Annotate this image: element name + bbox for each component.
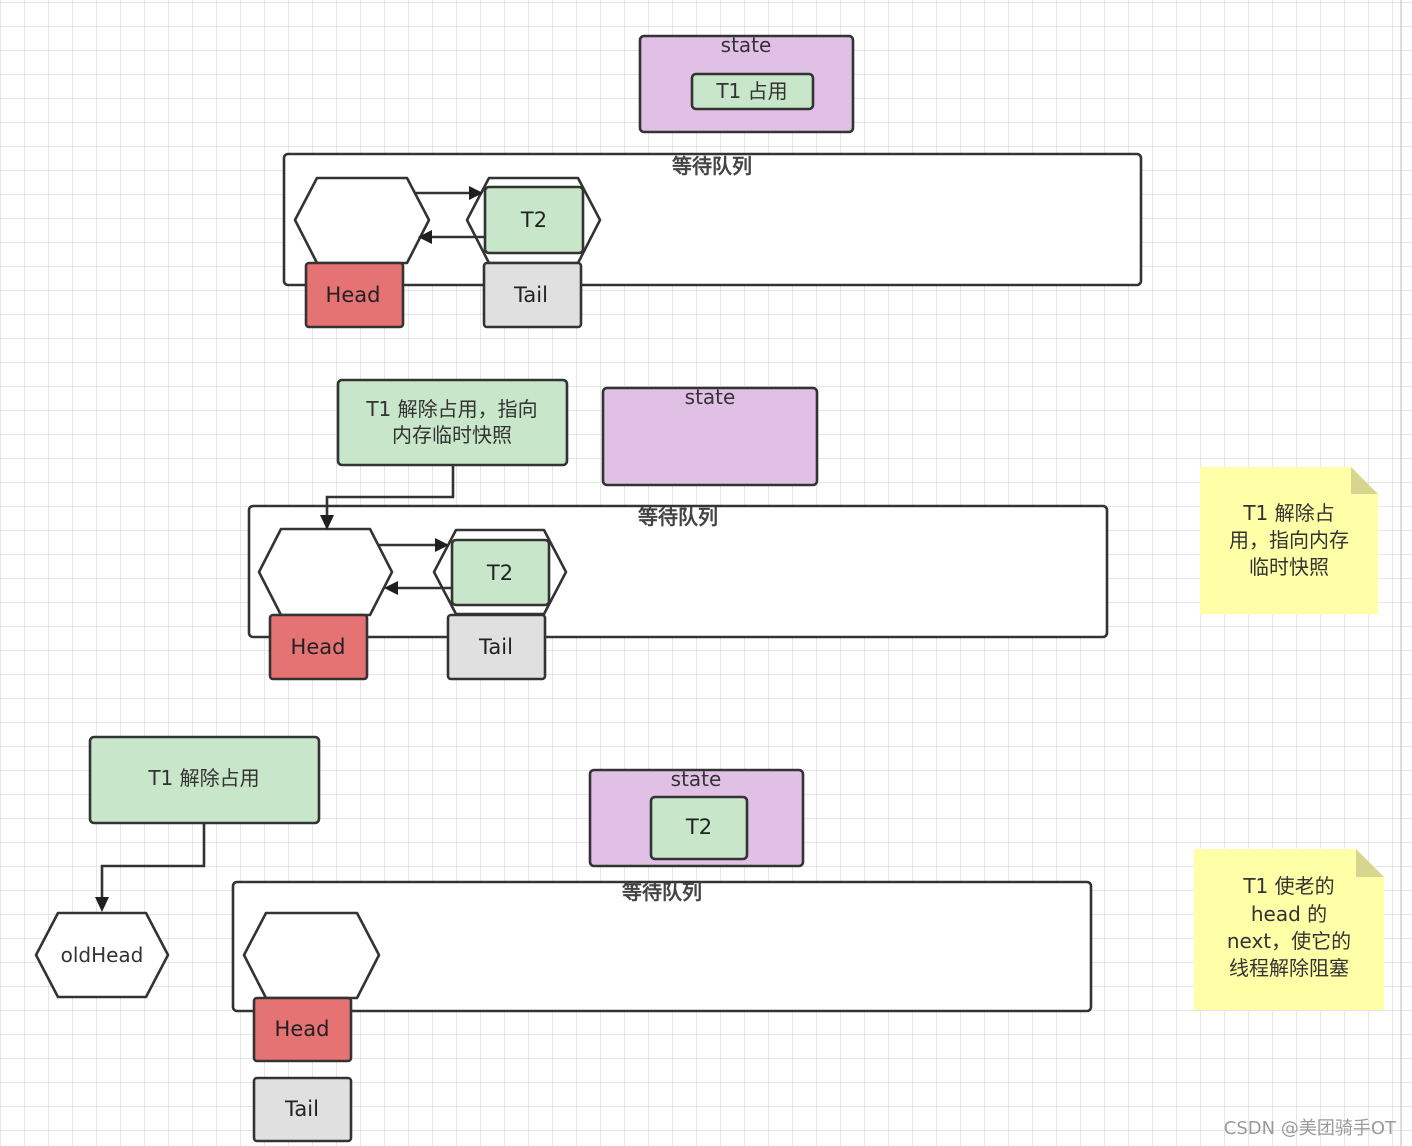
state-owner-box	[649, 795, 749, 861]
sticky-note-line: head 的	[1251, 902, 1327, 926]
state-label: state	[671, 767, 722, 791]
next-pointer-arrowhead	[469, 186, 483, 200]
head-node-hexagon	[293, 176, 431, 265]
action-connector	[100, 823, 206, 898]
sticky-note-line: next，使它的	[1227, 929, 1351, 953]
old-head-label: oldHead	[61, 943, 144, 967]
waiting-thread-label: T2	[520, 208, 547, 232]
next-pointer-arrowhead	[435, 538, 449, 552]
release-action-line-2: 内存临时快照	[392, 423, 512, 447]
release-action-label: T1 解除占用	[147, 766, 259, 790]
step-1: state T1 占用 等待队列 T2 Head Tail	[282, 33, 1143, 329]
wait-queue-label: 等待队列	[638, 505, 718, 529]
sticky-note-line: T1 解除占	[1242, 501, 1334, 525]
watermark: CSDN @美团骑手OT	[1224, 1118, 1397, 1139]
waiting-thread-box	[450, 538, 551, 607]
action-connector	[325, 465, 455, 516]
sticky-note-fold	[1351, 467, 1378, 494]
tail-pointer-label: Tail	[478, 635, 513, 659]
tail-pointer-box	[482, 261, 583, 329]
tail-pointer-box	[446, 613, 547, 681]
state-owner-box	[690, 72, 815, 111]
state-label: state	[721, 33, 772, 57]
waiting-thread-label: T2	[486, 561, 513, 585]
sticky-note-1: T1 解除占 用，指向内存 临时快照	[1200, 467, 1378, 614]
head-pointer-box	[268, 613, 369, 681]
sticky-note-paper	[1200, 467, 1378, 614]
sticky-note-paper	[1194, 849, 1384, 1010]
old-head-hexagon	[34, 911, 170, 999]
tail-pointer-label: Tail	[513, 283, 548, 307]
state-box	[601, 386, 819, 487]
head-node-hexagon	[242, 911, 381, 1000]
head-pointer-box	[304, 261, 405, 329]
step-2: T1 解除占用，指向 内存临时快照 state 等待队列 T2 Head Tai…	[247, 378, 1109, 681]
tail-pointer-label: Tail	[284, 1097, 319, 1121]
prev-pointer-arrowhead	[384, 581, 398, 595]
waiting-thread-box	[483, 185, 585, 255]
sticky-note-line: 用，指向内存	[1229, 528, 1349, 552]
head-pointer-label: Head	[291, 635, 346, 659]
tail-pointer-box	[252, 1076, 353, 1143]
state-label: state	[685, 385, 736, 409]
action-connector-arrowhead	[320, 515, 334, 530]
sticky-note-2: T1 使老的 head 的 next，使它的 线程解除阻塞	[1194, 849, 1384, 1010]
release-action-line-1: T1 解除占用，指向	[365, 397, 537, 421]
state-owner-label: T1 占用	[715, 79, 787, 103]
action-connector-arrowhead	[95, 897, 109, 912]
head-pointer-label: Head	[275, 1017, 330, 1041]
prev-pointer-arrowhead	[418, 230, 432, 244]
head-node-hexagon	[257, 527, 394, 617]
head-pointer-box	[252, 996, 353, 1063]
wait-queue-box	[231, 880, 1093, 1013]
head-pointer-label: Head	[326, 283, 381, 307]
sticky-note-line: T1 使老的	[1242, 874, 1334, 898]
sticky-note-fold	[1356, 849, 1384, 877]
wait-queue-label: 等待队列	[622, 880, 702, 904]
step-3: T1 解除占用 oldHead state T2 等待队列 Head Tail	[34, 735, 1093, 1143]
wait-queue-label: 等待队列	[672, 154, 752, 178]
sticky-note-line: 线程解除阻塞	[1229, 956, 1349, 980]
state-owner-label: T2	[685, 815, 712, 839]
sticky-note-line: 临时快照	[1249, 555, 1329, 579]
